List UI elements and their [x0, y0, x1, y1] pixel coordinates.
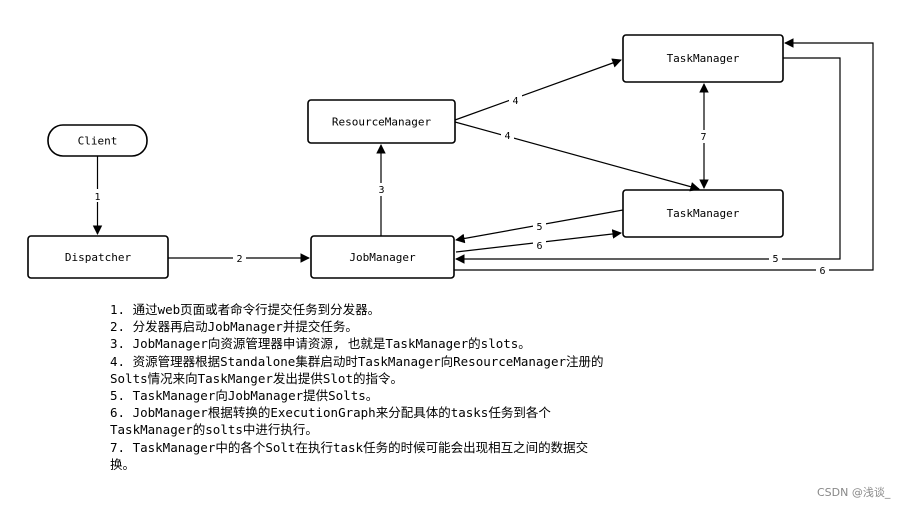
- edge-rm-tm-top: 4: [454, 58, 622, 121]
- note-line: 1. 通过web页面或者命令行提交任务到分发器。: [110, 302, 381, 317]
- edge-jm-tm-top-loop: 6: [454, 38, 874, 277]
- edge-jm-tm-bottom: 6: [455, 229, 622, 253]
- edge-tm-bottom-jm: 5: [455, 209, 624, 244]
- flow-diagram: Client Dispatcher JobManager ResourceMan…: [27, 34, 874, 279]
- note-line: Solts情况来向TaskManger发出提供Slot的指令。: [110, 370, 403, 386]
- note-line: 4. 资源管理器根据Standalone集群启动时TaskManager向Res…: [110, 353, 604, 369]
- edge-client-dispatcher: 1: [91, 156, 104, 235]
- note-line: 7. TaskManager中的各个Solt在执行task任务的时候可能会出现相…: [110, 439, 589, 455]
- edge-dispatcher-jobmanager: 2: [168, 251, 310, 265]
- edge-label-3: 3: [378, 185, 384, 196]
- edge-label-6b: 6: [819, 266, 825, 277]
- node-client: Client: [47, 124, 148, 157]
- edge-label-7: 7: [700, 132, 706, 143]
- edge-tm-top-tm-bottom: 7: [697, 83, 710, 189]
- node-jobmanager: JobManager: [310, 235, 455, 279]
- edge-label-4a: 4: [512, 96, 518, 107]
- node-client-label: Client: [78, 135, 118, 148]
- watermark: CSDN @浅谈_: [817, 486, 891, 499]
- edge-label-1: 1: [94, 192, 100, 203]
- edge-rm-tm-bottom: 4: [454, 121, 700, 192]
- note-line: 6. JobManager根据转换的ExecutionGraph来分配具体的ta…: [110, 405, 551, 421]
- edge-label-4b: 4: [504, 131, 510, 142]
- node-taskmanager-top: TaskManager: [622, 34, 784, 83]
- edge-label-5a: 5: [536, 222, 542, 233]
- note-line: TaskManager的solts中进行执行。: [110, 422, 318, 438]
- note-line: 3. JobManager向资源管理器申请资源, 也就是TaskManager的…: [110, 336, 531, 352]
- node-resourcemanager-label: ResourceManager: [332, 116, 432, 129]
- edge-jobmanager-resourcemanager: 3: [375, 144, 388, 236]
- note-line: 5. TaskManager向JobManager提供Solts。: [110, 388, 379, 404]
- node-taskmanager-bottom: TaskManager: [622, 189, 784, 238]
- note-line: 换。: [110, 456, 136, 472]
- node-resourcemanager: ResourceManager: [307, 99, 456, 144]
- edge-label-2: 2: [236, 254, 242, 265]
- edge-label-6a: 6: [536, 241, 542, 252]
- edge-tm-top-jm-loop: 5: [455, 57, 841, 265]
- node-jobmanager-label: JobManager: [349, 251, 416, 264]
- node-taskmanager-top-label: TaskManager: [667, 52, 740, 65]
- edge-label-5b: 5: [772, 254, 778, 265]
- node-dispatcher: Dispatcher: [27, 235, 169, 279]
- node-taskmanager-bottom-label: TaskManager: [667, 207, 740, 220]
- note-line: 2. 分发器再启动JobManager并提交任务。: [110, 319, 358, 335]
- node-dispatcher-label: Dispatcher: [65, 251, 132, 264]
- step-notes: 1. 通过web页面或者命令行提交任务到分发器。 2. 分发器再启动JobMan…: [110, 301, 710, 473]
